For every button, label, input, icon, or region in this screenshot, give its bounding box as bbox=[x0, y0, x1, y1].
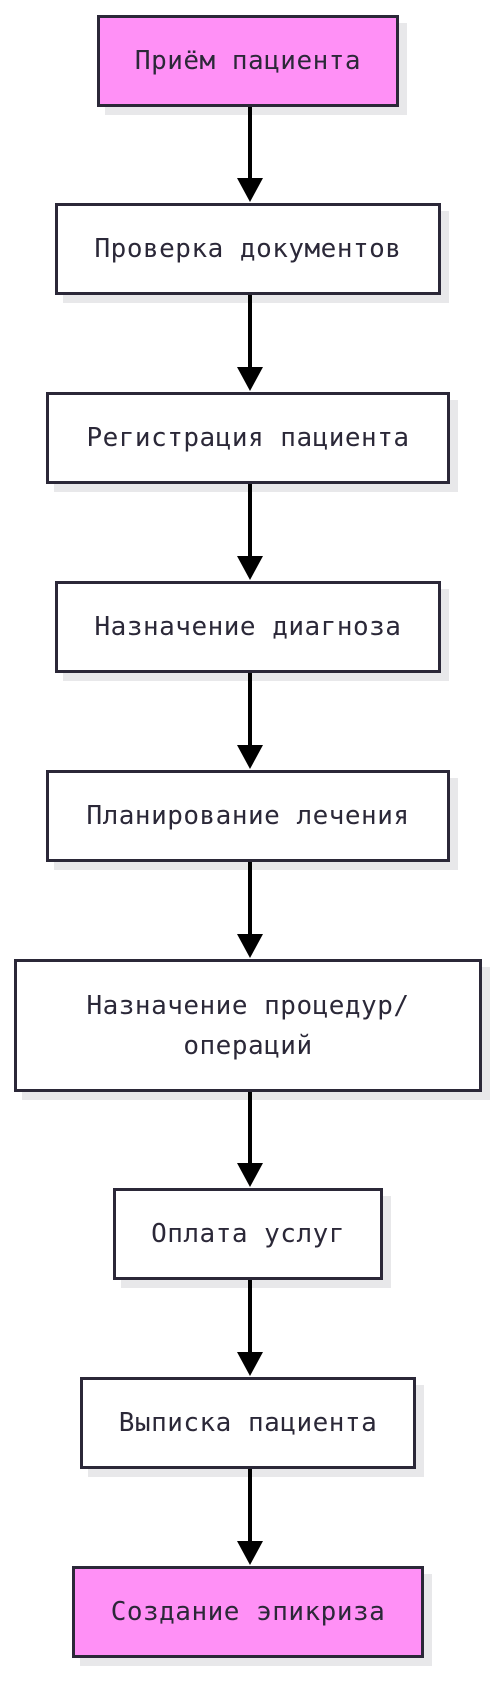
node-label: Проверка документов bbox=[94, 234, 402, 264]
node-label: Оплата услуг bbox=[151, 1219, 345, 1249]
connector-arrow-line bbox=[248, 673, 252, 748]
flow-node-payment: Оплата услуг bbox=[113, 1188, 383, 1280]
connector-arrow-line bbox=[248, 1092, 252, 1166]
connector-arrow-line bbox=[248, 484, 252, 559]
flow-node-treatment-planning: Планирование лечения bbox=[46, 770, 450, 862]
connector-arrow-line bbox=[248, 1280, 252, 1355]
flow-node-patient-registration: Регистрация пациента bbox=[46, 392, 450, 484]
arrowhead-icon bbox=[237, 367, 263, 391]
flow-node-patient-intake: Приём пациента bbox=[97, 15, 399, 107]
arrowhead-icon bbox=[237, 1163, 263, 1187]
arrowhead-icon bbox=[237, 556, 263, 580]
arrowhead-icon bbox=[237, 745, 263, 769]
flow-node-diagnosis: Назначение диагноза bbox=[55, 581, 441, 673]
connector-arrow-line bbox=[248, 107, 252, 181]
node-label: Выписка пациента bbox=[118, 1408, 378, 1438]
flow-node-procedures: Назначение процедур/ операций bbox=[14, 959, 482, 1092]
connector-arrow-line bbox=[248, 862, 252, 937]
node-label: Регистрация пациента bbox=[86, 423, 410, 453]
arrowhead-icon bbox=[237, 178, 263, 202]
node-label: Приём пациента bbox=[134, 46, 362, 76]
arrowhead-icon bbox=[237, 1352, 263, 1376]
node-label: Назначение диагноза bbox=[94, 612, 402, 642]
flow-node-document-check: Проверка документов bbox=[55, 203, 441, 295]
flow-node-epicrisis: Создание эпикриза bbox=[72, 1566, 424, 1658]
node-label: Создание эпикриза bbox=[110, 1597, 386, 1627]
arrowhead-icon bbox=[237, 934, 263, 958]
connector-arrow-line bbox=[248, 295, 252, 370]
node-label: Назначение процедур/ операций bbox=[86, 990, 410, 1061]
connector-arrow-line bbox=[248, 1469, 252, 1544]
arrowhead-icon bbox=[237, 1541, 263, 1565]
node-label: Планирование лечения bbox=[86, 801, 410, 831]
flow-node-discharge: Выписка пациента bbox=[80, 1377, 416, 1469]
